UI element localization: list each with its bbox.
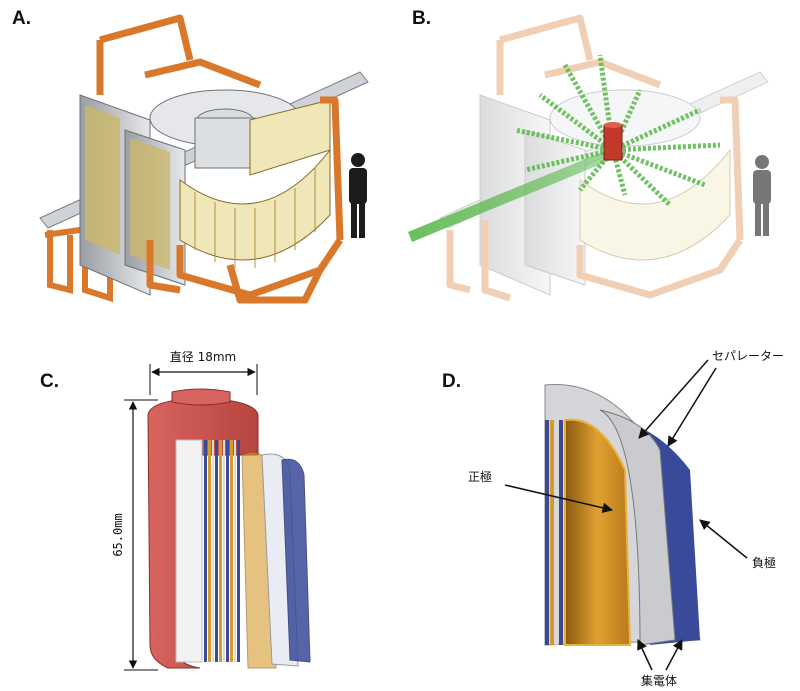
separator-arrow-2: [667, 367, 717, 447]
battery-cutaway: [147, 388, 311, 669]
person-figure-faded: [753, 155, 771, 236]
panel-c: C. 直径 18mm 65.0mm: [40, 350, 311, 671]
negative-arrow: [699, 519, 748, 559]
orange-support-frame: [96, 14, 344, 304]
battery-core: [175, 439, 203, 663]
battery-cap: [171, 388, 231, 406]
panel-c-label: C.: [40, 371, 59, 392]
electrode-closeup: [544, 384, 701, 646]
panel-d-label: D.: [442, 371, 461, 392]
separator-sheet: [599, 409, 676, 646]
panel-a: A.: [12, 8, 369, 304]
central-cylinder: [194, 117, 256, 169]
incident-beam: [408, 148, 616, 242]
right-module: [249, 99, 331, 176]
collector-arrow-1: [637, 639, 653, 671]
detector-illustration: [39, 14, 369, 304]
unwound-negative: [281, 458, 311, 663]
height-label: 65.0mm: [111, 513, 125, 556]
collector-arrow-2: [665, 639, 683, 671]
person-figure: [349, 153, 367, 238]
collector-label: 集電体: [641, 673, 677, 688]
positive-arrow: [504, 484, 614, 513]
positive-label: 正極: [468, 469, 492, 484]
separator-label: セパレーター: [712, 349, 784, 363]
positive-electrode: [564, 418, 632, 646]
panel-d: D. セパレーター 正極 負極 集電体: [442, 349, 784, 688]
diameter-label: 直径 18mm: [170, 350, 236, 364]
left-panel-module: [85, 105, 120, 255]
electrode-layers: [204, 440, 240, 662]
negative-label: 負極: [752, 555, 776, 570]
left-panel-2-module: [130, 138, 170, 270]
panel-b: B.: [408, 8, 771, 302]
sample-cell: [603, 122, 623, 161]
separator-arrow-1: [638, 359, 709, 439]
panel-a-label: A.: [12, 8, 31, 29]
panel-b-label: B.: [412, 8, 431, 29]
module-array: [179, 148, 331, 261]
